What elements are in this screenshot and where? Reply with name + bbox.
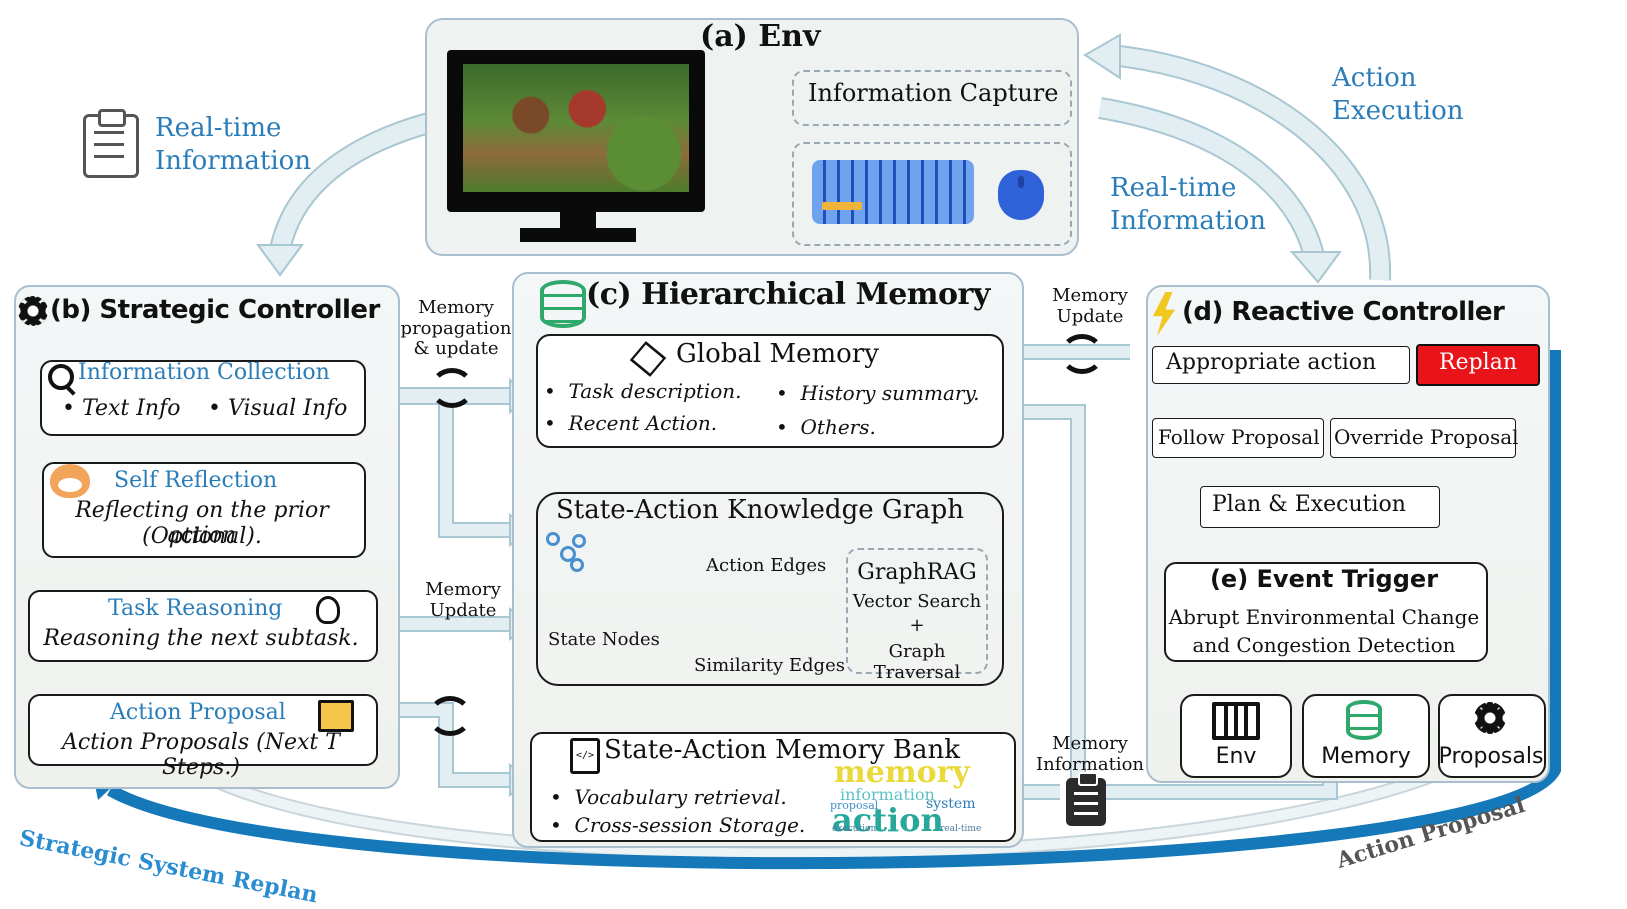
graphrag-line1: Vector Search (852, 591, 982, 612)
graphrag-title: GraphRAG (857, 560, 977, 585)
env-title: (a) Env (700, 19, 821, 54)
reactive-title: (d) Reactive Controller (1182, 297, 1505, 327)
appropriate-action-label: Appropriate action (1166, 350, 1377, 375)
plan-execution-label: Plan & Execution (1212, 492, 1406, 517)
info-collection-title: Information Collection (78, 360, 330, 385)
plan-execution-box (1200, 486, 1440, 528)
sync-icon (1060, 334, 1104, 374)
task-reasoning-title: Task Reasoning (108, 596, 283, 621)
info-collection-box (40, 360, 366, 436)
monitor-stand (560, 212, 596, 230)
graphrag-line2: Graph Traversal (873, 641, 961, 683)
clipboard-icon (83, 109, 139, 178)
sync-icon (430, 368, 474, 408)
follow-proposal-box[interactable] (1152, 418, 1324, 458)
visual-info-item: • Visual Info (208, 396, 348, 421)
strategic-replan-arc (107, 350, 1561, 870)
memory-bank-title: State-Action Memory Bank (604, 735, 960, 765)
monitor-base (520, 228, 636, 242)
text-info-item: • Text Info (62, 396, 181, 421)
database-icon (540, 280, 586, 328)
follow-proposal-label: Follow Proposal (1158, 425, 1320, 449)
graphrag-plus: + (909, 615, 925, 636)
appropriate-action-box[interactable] (1152, 346, 1410, 384)
realtime-info-right: Real-time Information (1110, 173, 1267, 236)
lightbulb-icon (316, 596, 340, 624)
mem-update-right-label: Memory Update (1052, 285, 1128, 327)
word-cloud: memory information proposal system actio… (830, 762, 982, 834)
knowledge-graph-box (536, 492, 1004, 686)
game-screenshot (463, 64, 689, 192)
mem-update-left-label: Memory Update (425, 579, 501, 621)
global-item: • History summary. (776, 381, 980, 405)
network-icon (546, 532, 586, 572)
self-reflection-title: Self Reflection (114, 468, 278, 493)
mouse-icon (998, 170, 1044, 220)
knowledge-graph-title: State-Action Knowledge Graph (556, 495, 964, 525)
global-item: • Task description. (544, 379, 742, 403)
gear-icon (18, 296, 48, 326)
global-memory-box (536, 334, 1004, 448)
memory-bank-box (530, 732, 1016, 842)
input-env-label: Env (1215, 744, 1257, 769)
global-memory-title: Global Memory (676, 339, 879, 369)
input-proposals-label: Proposals (1438, 744, 1544, 769)
realtime-arrow-right-head (1289, 251, 1342, 284)
input-devices-box (792, 142, 1072, 246)
event-trigger-line2: and Congestion Detection (1192, 633, 1456, 657)
bank-item: • Cross-session Storage. (550, 813, 806, 837)
monitor-icon (447, 50, 705, 212)
override-proposal-box[interactable] (1330, 418, 1516, 458)
replan-label: Replan (1439, 350, 1517, 375)
graphrag-box (846, 548, 988, 674)
mem-info-label: Memory Information (1035, 733, 1145, 775)
memory-title: (c) Hierarchical Memory (586, 277, 990, 312)
similarity-edges-label: Similarity Edges (694, 655, 845, 676)
action-execution-label: Action Execution (1332, 63, 1464, 126)
database-icon (1346, 700, 1382, 740)
cat-avatar-icon (50, 464, 90, 498)
self-reflection-box (42, 462, 366, 558)
strategic-title: (b) Strategic Controller (50, 295, 380, 325)
event-trigger-line1: Abrupt Environmental Change (1168, 605, 1480, 629)
clipboard-icon (1066, 772, 1106, 826)
self-reflection-note: (Optional). (142, 524, 262, 549)
global-item: • Recent Action. (544, 411, 718, 435)
gear-icon (1474, 702, 1506, 734)
action-exec-arrow-head (1083, 33, 1121, 80)
event-trigger-title: (e) Event Trigger (1209, 565, 1439, 593)
code-file-icon: </> (570, 738, 600, 774)
bank-item: • Vocabulary retrieval. (550, 785, 787, 809)
info-capture-label: Information Capture (808, 79, 1059, 107)
self-reflection-desc: Reflecting on the prior action (75, 498, 329, 549)
realtime-arrow-left-head (256, 244, 304, 277)
search-icon (48, 364, 74, 390)
task-reasoning-desc: Reasoning the next subtask. (43, 626, 359, 651)
override-proposal-label: Override Proposal (1334, 425, 1519, 449)
realtime-info-left: Real-time Information (155, 113, 312, 176)
sync-icon (428, 696, 472, 736)
action-proposal-title: Action Proposal (110, 700, 286, 725)
action-proposal-desc: Action Proposals (Next T Steps.) (62, 730, 340, 781)
state-nodes-label: State Nodes (548, 629, 660, 650)
keyboard-icon (812, 160, 974, 224)
chart-monitor-icon (1212, 702, 1260, 740)
input-memory-label: Memory (1321, 744, 1411, 769)
action-edges-label: Action Edges (706, 555, 827, 576)
book-icon (318, 700, 354, 732)
global-item: • Others. (776, 415, 876, 439)
event-trigger-box (1164, 562, 1488, 662)
info-capture-box (792, 70, 1072, 126)
replan-button[interactable] (1416, 344, 1540, 386)
mem-prop-label: Memory propagation & update (400, 297, 512, 360)
